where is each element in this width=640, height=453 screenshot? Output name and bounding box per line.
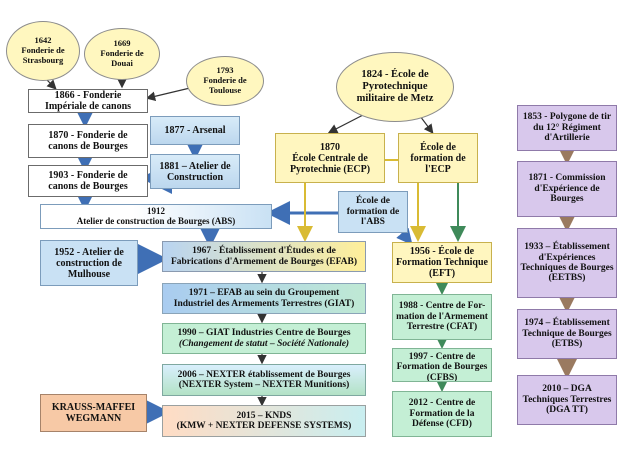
arrow-metz-ecpform <box>419 115 434 134</box>
box-2006-nexter: 2006 – NEXTER établissement de Bourges(N… <box>162 364 366 396</box>
box-1988-cfat: 1988 - Centre de For-mation de l'Armemen… <box>392 294 492 340</box>
arrow-metz-ecp <box>327 113 366 134</box>
box-2015-knds: 2015 – KNDS(KMW + NEXTER DEFENSE SYSTEMS… <box>162 405 366 437</box>
arrow-toulouse <box>145 87 191 102</box>
box-1877-arsenal: 1877 - Arsenal <box>150 116 240 145</box>
box-1990-giat-industries: 1990 – GIAT Industries Centre de Bourges… <box>162 323 366 354</box>
